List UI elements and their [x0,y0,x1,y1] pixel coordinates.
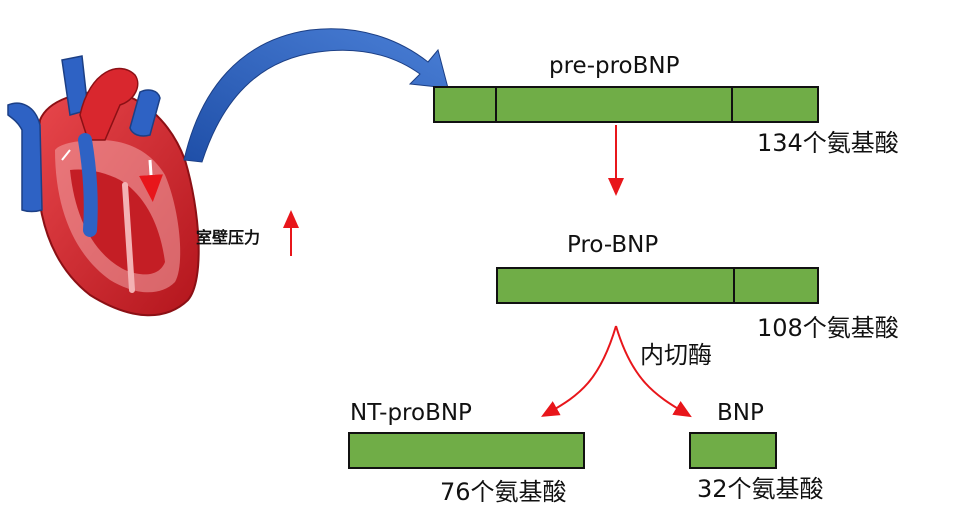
pro-bnp-divider [733,269,735,302]
pre-probnp-divider-1 [495,88,497,121]
nt-probnp-label: NT-proBNP [350,400,472,426]
heart-illustration [7,55,200,317]
pre-probnp-bar [433,86,819,123]
pro-bnp-label: Pro-BNP [567,232,659,258]
pressure-label: 室壁压力 [196,228,261,247]
enzyme-label: 内切酶 [640,341,712,369]
blue-curved-arrow [183,28,449,163]
bnp-label: BNP [717,400,764,426]
split-arrow-right [615,325,692,418]
pro-bnp-length: 108个氨基酸 [757,314,899,342]
pro-bnp-bar [496,267,819,304]
bnp-bar [689,432,777,469]
nt-probnp-bar [348,432,585,469]
nt-probnp-length: 76个氨基酸 [440,478,567,506]
split-arrow-left [541,325,617,417]
pre-probnp-length: 134个氨基酸 [757,129,899,157]
pre-probnp-divider-2 [731,88,733,121]
bnp-length: 32个氨基酸 [697,475,824,503]
pre-probnp-label: pre-proBNP [549,53,680,79]
